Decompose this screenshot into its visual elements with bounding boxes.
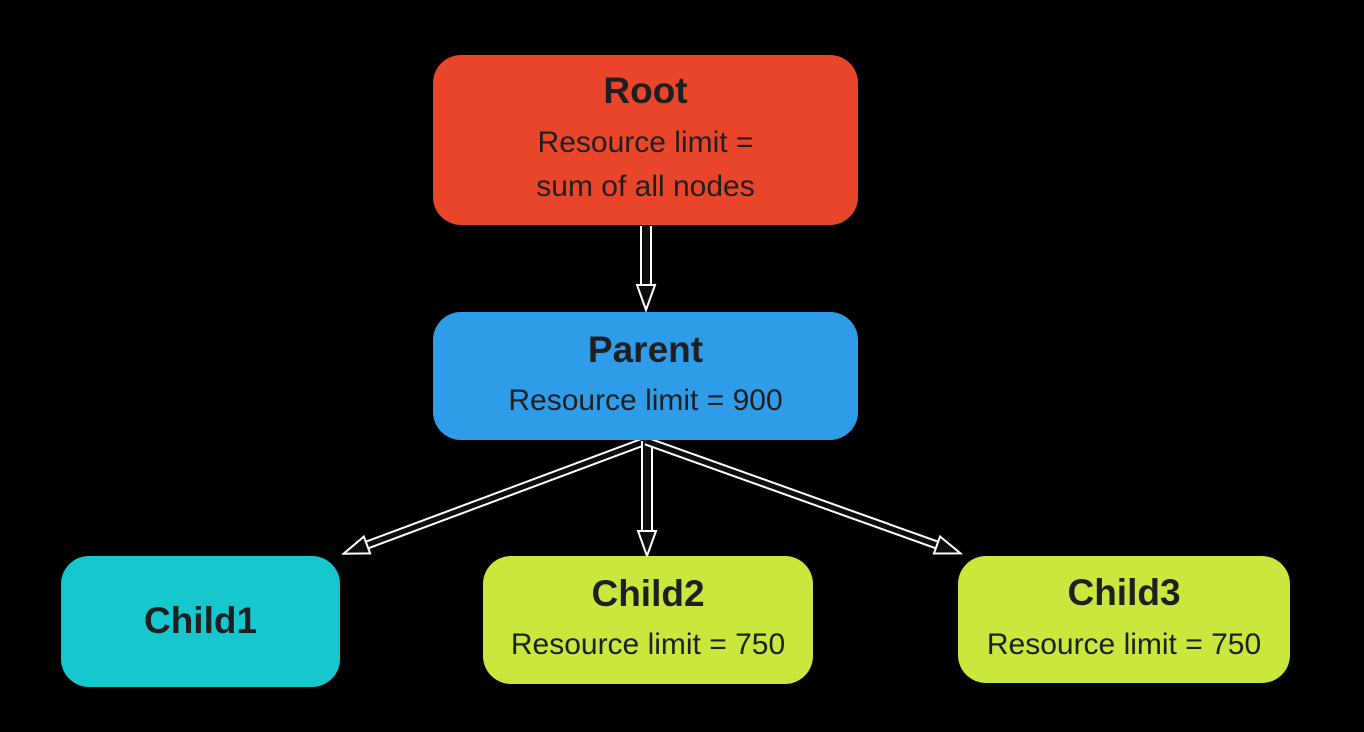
node-root-subtitle-line1: Resource limit =	[537, 125, 754, 159]
edge-core	[645, 438, 937, 545]
node-root-title: Root	[603, 70, 688, 112]
edge-parent-to-child3	[644, 436, 937, 545]
node-parent-subtitle: Resource limit = 900	[508, 384, 783, 418]
node-child3: Child3 Resource limit = 750	[958, 556, 1290, 683]
node-child3-subtitle: Resource limit = 750	[986, 627, 1262, 661]
node-child2: Child2 Resource limit = 750	[483, 556, 813, 684]
node-parent-title: Parent	[587, 328, 704, 370]
node-child2-title: Child2	[591, 572, 705, 614]
edge-core	[367, 438, 647, 545]
node-parent: Parent Resource limit = 900	[433, 312, 858, 440]
node-child1-title: Child1	[143, 600, 258, 642]
node-child1: Child1	[61, 556, 340, 687]
node-child2-subtitle: Resource limit = 750	[510, 628, 786, 662]
edge-parent-to-child1	[367, 436, 648, 545]
node-child3-title: Child3	[1067, 572, 1181, 614]
node-root-subtitle-line2: sum of all nodes	[536, 170, 755, 204]
node-root: Root Resource limit = sum of all nodes	[433, 55, 858, 225]
